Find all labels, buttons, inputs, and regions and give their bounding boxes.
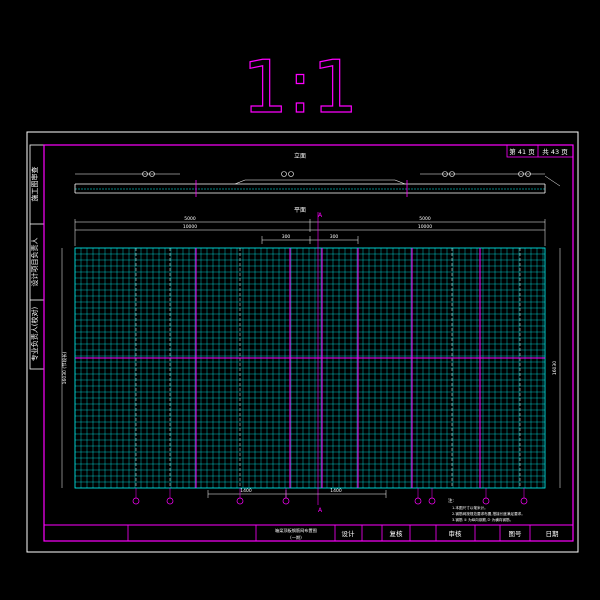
grid-marker bbox=[414, 497, 422, 505]
rebar-mesh-plan bbox=[74, 212, 546, 505]
drawing-title: 箱梁顶板钢筋网布置图 bbox=[275, 527, 317, 534]
elevation-title: 立面 bbox=[294, 152, 306, 160]
dim-bottom-a: 1400 bbox=[240, 488, 252, 494]
outer-frame bbox=[26, 131, 579, 553]
note-line-2: 2.钢筋网按规范要求布置,搭接长度满足要求。 bbox=[452, 511, 525, 516]
side-label-review: 施工图审查 bbox=[30, 167, 39, 202]
grid-markers bbox=[132, 488, 528, 505]
note-line-1: 1.本图尺寸以毫米计。 bbox=[452, 505, 488, 510]
top-dimensions bbox=[74, 219, 546, 246]
section-mark-top: A bbox=[318, 212, 323, 219]
dim-total-left: 10000 bbox=[183, 224, 197, 230]
date-label: 日期 bbox=[546, 530, 560, 538]
section-mark-bottom: A bbox=[318, 507, 323, 514]
dim-bottom-b: 1400 bbox=[330, 488, 342, 494]
dim-center-b: 300 bbox=[330, 234, 339, 240]
review-label: 审核 bbox=[449, 529, 463, 538]
grid-marker bbox=[482, 497, 490, 505]
notes: 注: 1.本图尺寸以毫米计。 2.钢筋网按规范要求布置,搭接长度满足要求。 3.… bbox=[448, 497, 525, 522]
design-label: 设计 bbox=[342, 529, 356, 538]
dim-half-left: 5000 bbox=[184, 216, 196, 222]
page-total: 共 43 页 bbox=[542, 147, 568, 156]
grid-marker bbox=[282, 497, 290, 505]
note-line-3: 3.钢筋 ① 为纵向钢筋,② 为横向钢筋。 bbox=[452, 517, 513, 522]
title-block bbox=[44, 524, 573, 541]
side-label-discipline-lead: 专业负责人(校对) bbox=[30, 307, 39, 362]
check-label: 复核 bbox=[390, 529, 404, 538]
bottom-dimensions bbox=[207, 490, 387, 498]
page-box bbox=[506, 144, 574, 158]
dim-total-right: 10000 bbox=[418, 224, 432, 230]
dim-center-a: 300 bbox=[282, 234, 291, 240]
grid-marker bbox=[428, 497, 436, 505]
grid-marker bbox=[166, 497, 174, 505]
drawing-number-label: 图号 bbox=[509, 530, 523, 538]
drawing-border bbox=[43, 144, 574, 542]
scale-label: 1:1 bbox=[242, 45, 358, 129]
grid-marker bbox=[236, 497, 244, 505]
dim-half-right: 5000 bbox=[419, 216, 431, 222]
side-label-project-lead: 设计项目负责人 bbox=[30, 238, 39, 287]
notes-title: 注: bbox=[448, 497, 454, 504]
dim-side-left: 16030 (节段长) bbox=[61, 351, 68, 384]
plan-title: 平面 bbox=[294, 207, 306, 214]
grid-marker bbox=[132, 497, 140, 505]
drawing-subtitle: (一期) bbox=[290, 535, 302, 541]
grid-marker bbox=[520, 497, 528, 505]
dim-side-right: 16030 bbox=[552, 361, 558, 375]
page-number: 第 41 页 bbox=[509, 147, 535, 156]
elevation-view bbox=[74, 171, 561, 197]
